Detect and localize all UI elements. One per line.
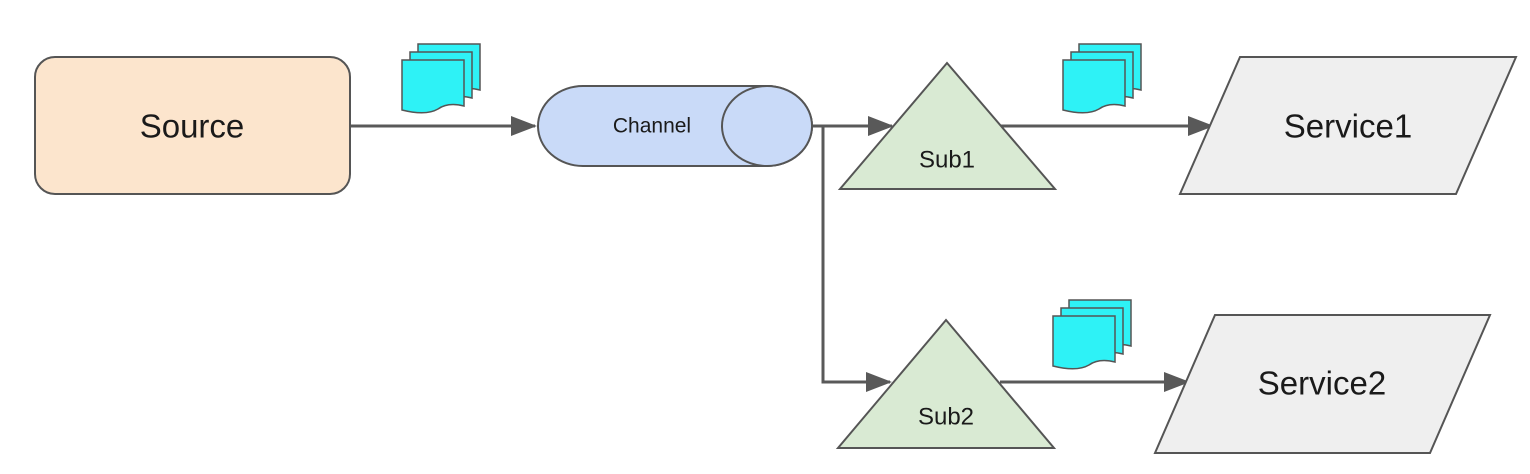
service2-label: Service2 bbox=[1258, 365, 1386, 402]
service2-node: Service2 bbox=[1153, 314, 1492, 454]
channel-node: Channel bbox=[537, 85, 813, 167]
source-label: Source bbox=[140, 108, 245, 145]
service2-parallelogram bbox=[1153, 314, 1492, 454]
sub1-triangle bbox=[837, 61, 1058, 190]
sub2-label: Sub2 bbox=[918, 404, 974, 431]
sub2-triangle bbox=[835, 318, 1057, 449]
service1-label: Service1 bbox=[1284, 108, 1412, 145]
channel-to-sub2-arrow bbox=[821, 126, 892, 392]
source-node: Source bbox=[34, 56, 351, 195]
message-stack-icon bbox=[1052, 299, 1132, 370]
service1-node: Service1 bbox=[1178, 56, 1518, 195]
sub1-label: Sub1 bbox=[919, 147, 975, 174]
channel-cylinder-end bbox=[721, 85, 813, 167]
source-box bbox=[34, 56, 351, 195]
message-stack-icon bbox=[1062, 43, 1142, 114]
service1-parallelogram bbox=[1178, 56, 1518, 195]
sub1-node: Sub1 bbox=[837, 61, 1058, 190]
message-stack-icon bbox=[401, 43, 481, 114]
sub2-node: Sub2 bbox=[835, 318, 1057, 449]
channel-label: Channel bbox=[613, 115, 691, 138]
